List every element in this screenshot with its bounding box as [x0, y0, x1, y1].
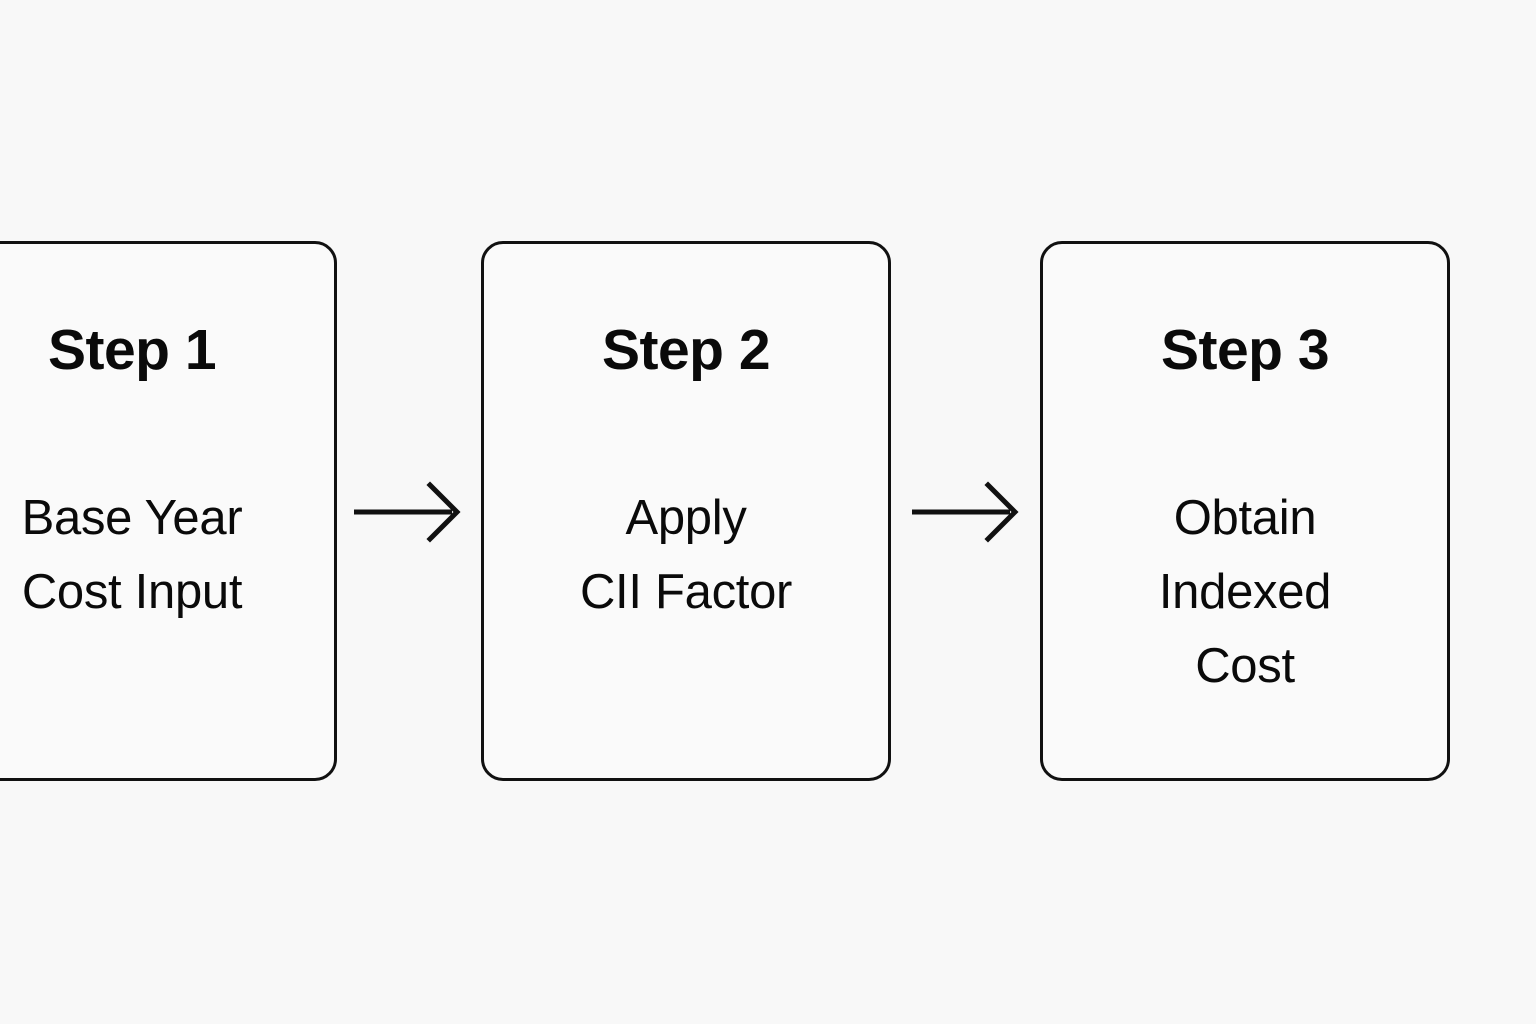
step-box-1[interactable]: Step 1 Base Year Cost Input	[0, 241, 337, 781]
step-3-body: Obtain Indexed Cost	[1043, 481, 1447, 703]
step-box-3[interactable]: Step 3 Obtain Indexed Cost	[1040, 241, 1450, 781]
step-1-body-line-1: Base Year	[21, 491, 243, 545]
step-1-body: Base Year Cost Input	[0, 481, 334, 629]
right-arrow-icon	[352, 480, 464, 544]
step-2-body-line-1: Apply	[625, 491, 747, 545]
step-3-body-line-2: Indexed	[1158, 565, 1332, 619]
step-2-body: Apply CII Factor	[484, 481, 888, 629]
right-arrow-icon	[910, 480, 1022, 544]
step-1-title: Step 1	[47, 318, 217, 382]
step-3-body-line-3: Cost	[1195, 639, 1295, 693]
step-box-2[interactable]: Step 2 Apply CII Factor	[481, 241, 891, 781]
step-2-title: Step 2	[601, 318, 771, 382]
step-1-body-line-2: Cost Input	[21, 565, 243, 619]
step-2-body-line-2: CII Factor	[579, 565, 793, 619]
step-3-body-line-1: Obtain	[1173, 491, 1317, 545]
step-3-title: Step 3	[1160, 318, 1330, 382]
